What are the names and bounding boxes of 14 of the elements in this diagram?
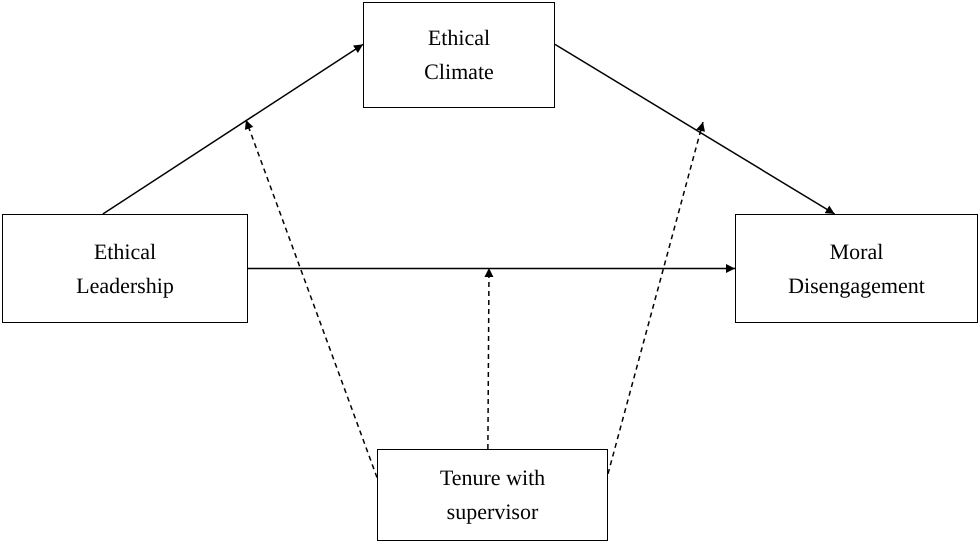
variable-label: Moral Disengagement bbox=[787, 238, 926, 300]
variable-label: Ethical Climate bbox=[423, 24, 495, 86]
variable-box bbox=[735, 214, 978, 323]
moderation-arrow bbox=[484, 268, 494, 449]
variable-label: Ethical Leadership bbox=[75, 238, 175, 300]
arrow bbox=[554, 44, 836, 215]
moderation-arrow bbox=[244, 120, 378, 478]
arrow bbox=[102, 44, 364, 215]
variable-label: Tenure with supervisor bbox=[438, 464, 546, 526]
variable-box bbox=[2, 214, 248, 323]
variable-box bbox=[363, 2, 555, 108]
arrow bbox=[248, 264, 735, 273]
moderation-arrow bbox=[607, 122, 705, 474]
variable-box bbox=[377, 449, 608, 541]
